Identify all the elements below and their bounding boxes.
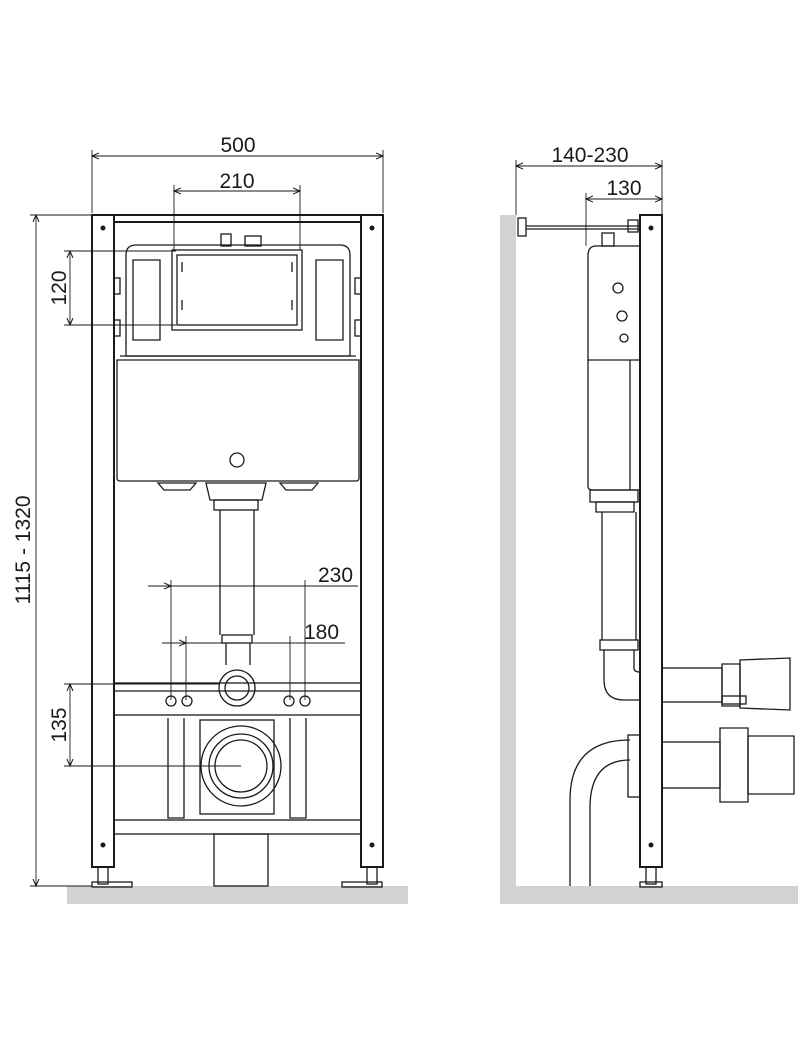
label-frame-width: 500 — [220, 134, 255, 157]
label-depth-range: 140-230 — [551, 144, 628, 167]
dim-depth-fixed: 130 — [586, 177, 662, 246]
wall-anchor — [517, 217, 640, 237]
label-depth-fixed: 130 — [606, 177, 641, 200]
dim-frame-width: 500 — [92, 134, 383, 213]
outlet-assembly — [113, 718, 362, 887]
side-drain-pipe — [599, 512, 791, 711]
side-floor — [500, 886, 798, 904]
label-panel-width: 210 — [219, 170, 254, 193]
dim-bolt-inner: 180 — [162, 621, 345, 700]
dim-panel-height: 120 — [48, 251, 176, 325]
logo-mark — [229, 452, 245, 468]
cistern-tank — [113, 233, 362, 491]
front-view: 500 210 1115 - 1320 120 — [12, 134, 408, 904]
upright-holes — [100, 225, 375, 848]
label-outlet-height: 135 — [48, 707, 71, 742]
label-bolt-inner: 180 — [304, 621, 339, 644]
label-height-range: 1115 - 1320 — [12, 496, 35, 605]
dim-height-range: 1115 - 1320 — [12, 215, 92, 886]
label-panel-height: 120 — [48, 270, 71, 305]
front-floor — [67, 886, 408, 904]
lower-crossbar — [113, 682, 362, 716]
flush-panel-opening — [171, 249, 303, 331]
dim-depth-range: 140-230 — [516, 144, 662, 215]
side-wall — [500, 215, 516, 886]
side-outlet-bend — [569, 727, 795, 886]
frame-feet — [91, 866, 383, 888]
side-upright — [639, 214, 663, 868]
dim-bolt-outer: 230 — [148, 564, 358, 700]
side-cistern — [587, 232, 641, 513]
dim-panel-width: 210 — [174, 170, 300, 250]
label-bolt-outer: 230 — [318, 564, 353, 587]
side-view: 140-230 130 — [500, 144, 798, 904]
side-foot — [639, 866, 663, 888]
frame-uprights — [91, 214, 384, 868]
dim-outlet-height: 135 — [48, 684, 241, 766]
drain-pipe — [205, 482, 267, 707]
